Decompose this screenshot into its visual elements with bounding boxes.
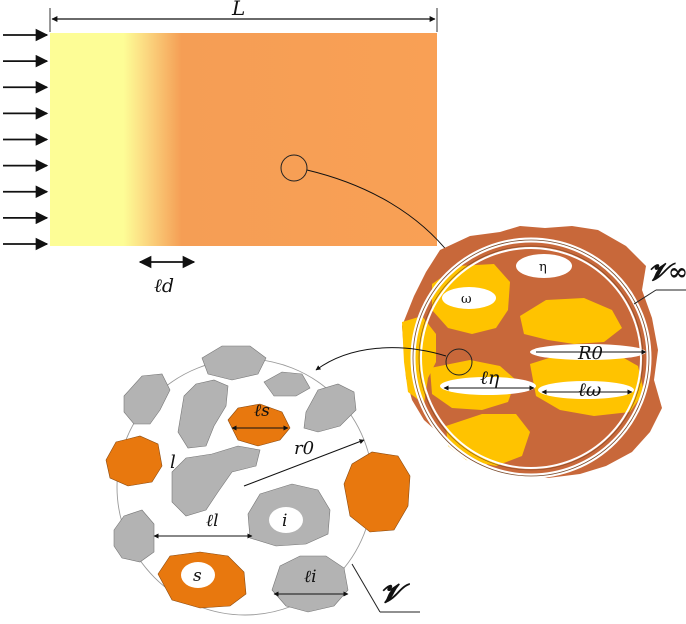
solid-length-label: ℓs <box>254 401 270 421</box>
micro-volume-callout: 𝓥 <box>351 563 420 613</box>
phase-s-label: s <box>193 566 202 586</box>
omega-label: ω <box>461 292 472 307</box>
macro-radius-label: R0 <box>577 343 603 364</box>
grain <box>201 345 267 381</box>
zoom-circle-macro <box>445 348 473 376</box>
domain-rectangle <box>50 33 437 246</box>
i-length-label: ℓi <box>304 567 317 587</box>
omega-region-right <box>520 298 622 344</box>
eta-inclusion <box>516 254 572 278</box>
grain <box>113 509 155 563</box>
micro-rev: i s l ℓs r0 ℓl ℓi <box>105 345 411 616</box>
inlet-arrows <box>3 28 49 251</box>
micro-volume-label: 𝓥 <box>380 579 410 609</box>
macro-rev-boundary <box>412 239 650 477</box>
grain <box>171 445 261 517</box>
omega-region-bottom <box>446 414 530 466</box>
grain <box>177 379 229 449</box>
l-length-label: ℓl <box>206 511 219 531</box>
length-dimension: L <box>49 0 438 32</box>
solid-grain <box>227 403 291 447</box>
macro-rev: η ω R0 ℓη ℓω <box>402 226 662 479</box>
micro-radius-label: r0 <box>294 438 314 459</box>
eta-length-label: ℓη <box>480 367 500 389</box>
eta-label: η <box>539 260 547 275</box>
omega-inclusion <box>442 287 496 309</box>
grain <box>271 555 349 613</box>
zoom-circle-domain <box>280 154 308 182</box>
diffusion-length: ℓd <box>138 255 196 297</box>
macro-rev-inner-edge <box>418 245 644 471</box>
macro-volume-label: 𝓥∞ <box>648 257 686 286</box>
s-inclusion <box>181 562 215 588</box>
grain <box>123 373 171 425</box>
grain <box>263 371 311 397</box>
solid-grain <box>343 451 411 533</box>
phase-l-label: l <box>170 452 176 473</box>
solid-grain <box>105 435 163 487</box>
zoom-connector-micro <box>315 347 447 371</box>
length-label: L <box>231 0 245 20</box>
grain <box>303 383 357 433</box>
omega-length-label: ℓω <box>578 379 601 401</box>
i-inclusion <box>269 507 303 533</box>
macro-volume-callout: 𝓥∞ <box>633 257 686 305</box>
phase-i-label: i <box>282 511 287 531</box>
zoom-connector-macro <box>306 169 453 258</box>
macro-rev-inner-ring <box>420 247 642 469</box>
diffusion-length-label: ℓd <box>154 275 174 297</box>
